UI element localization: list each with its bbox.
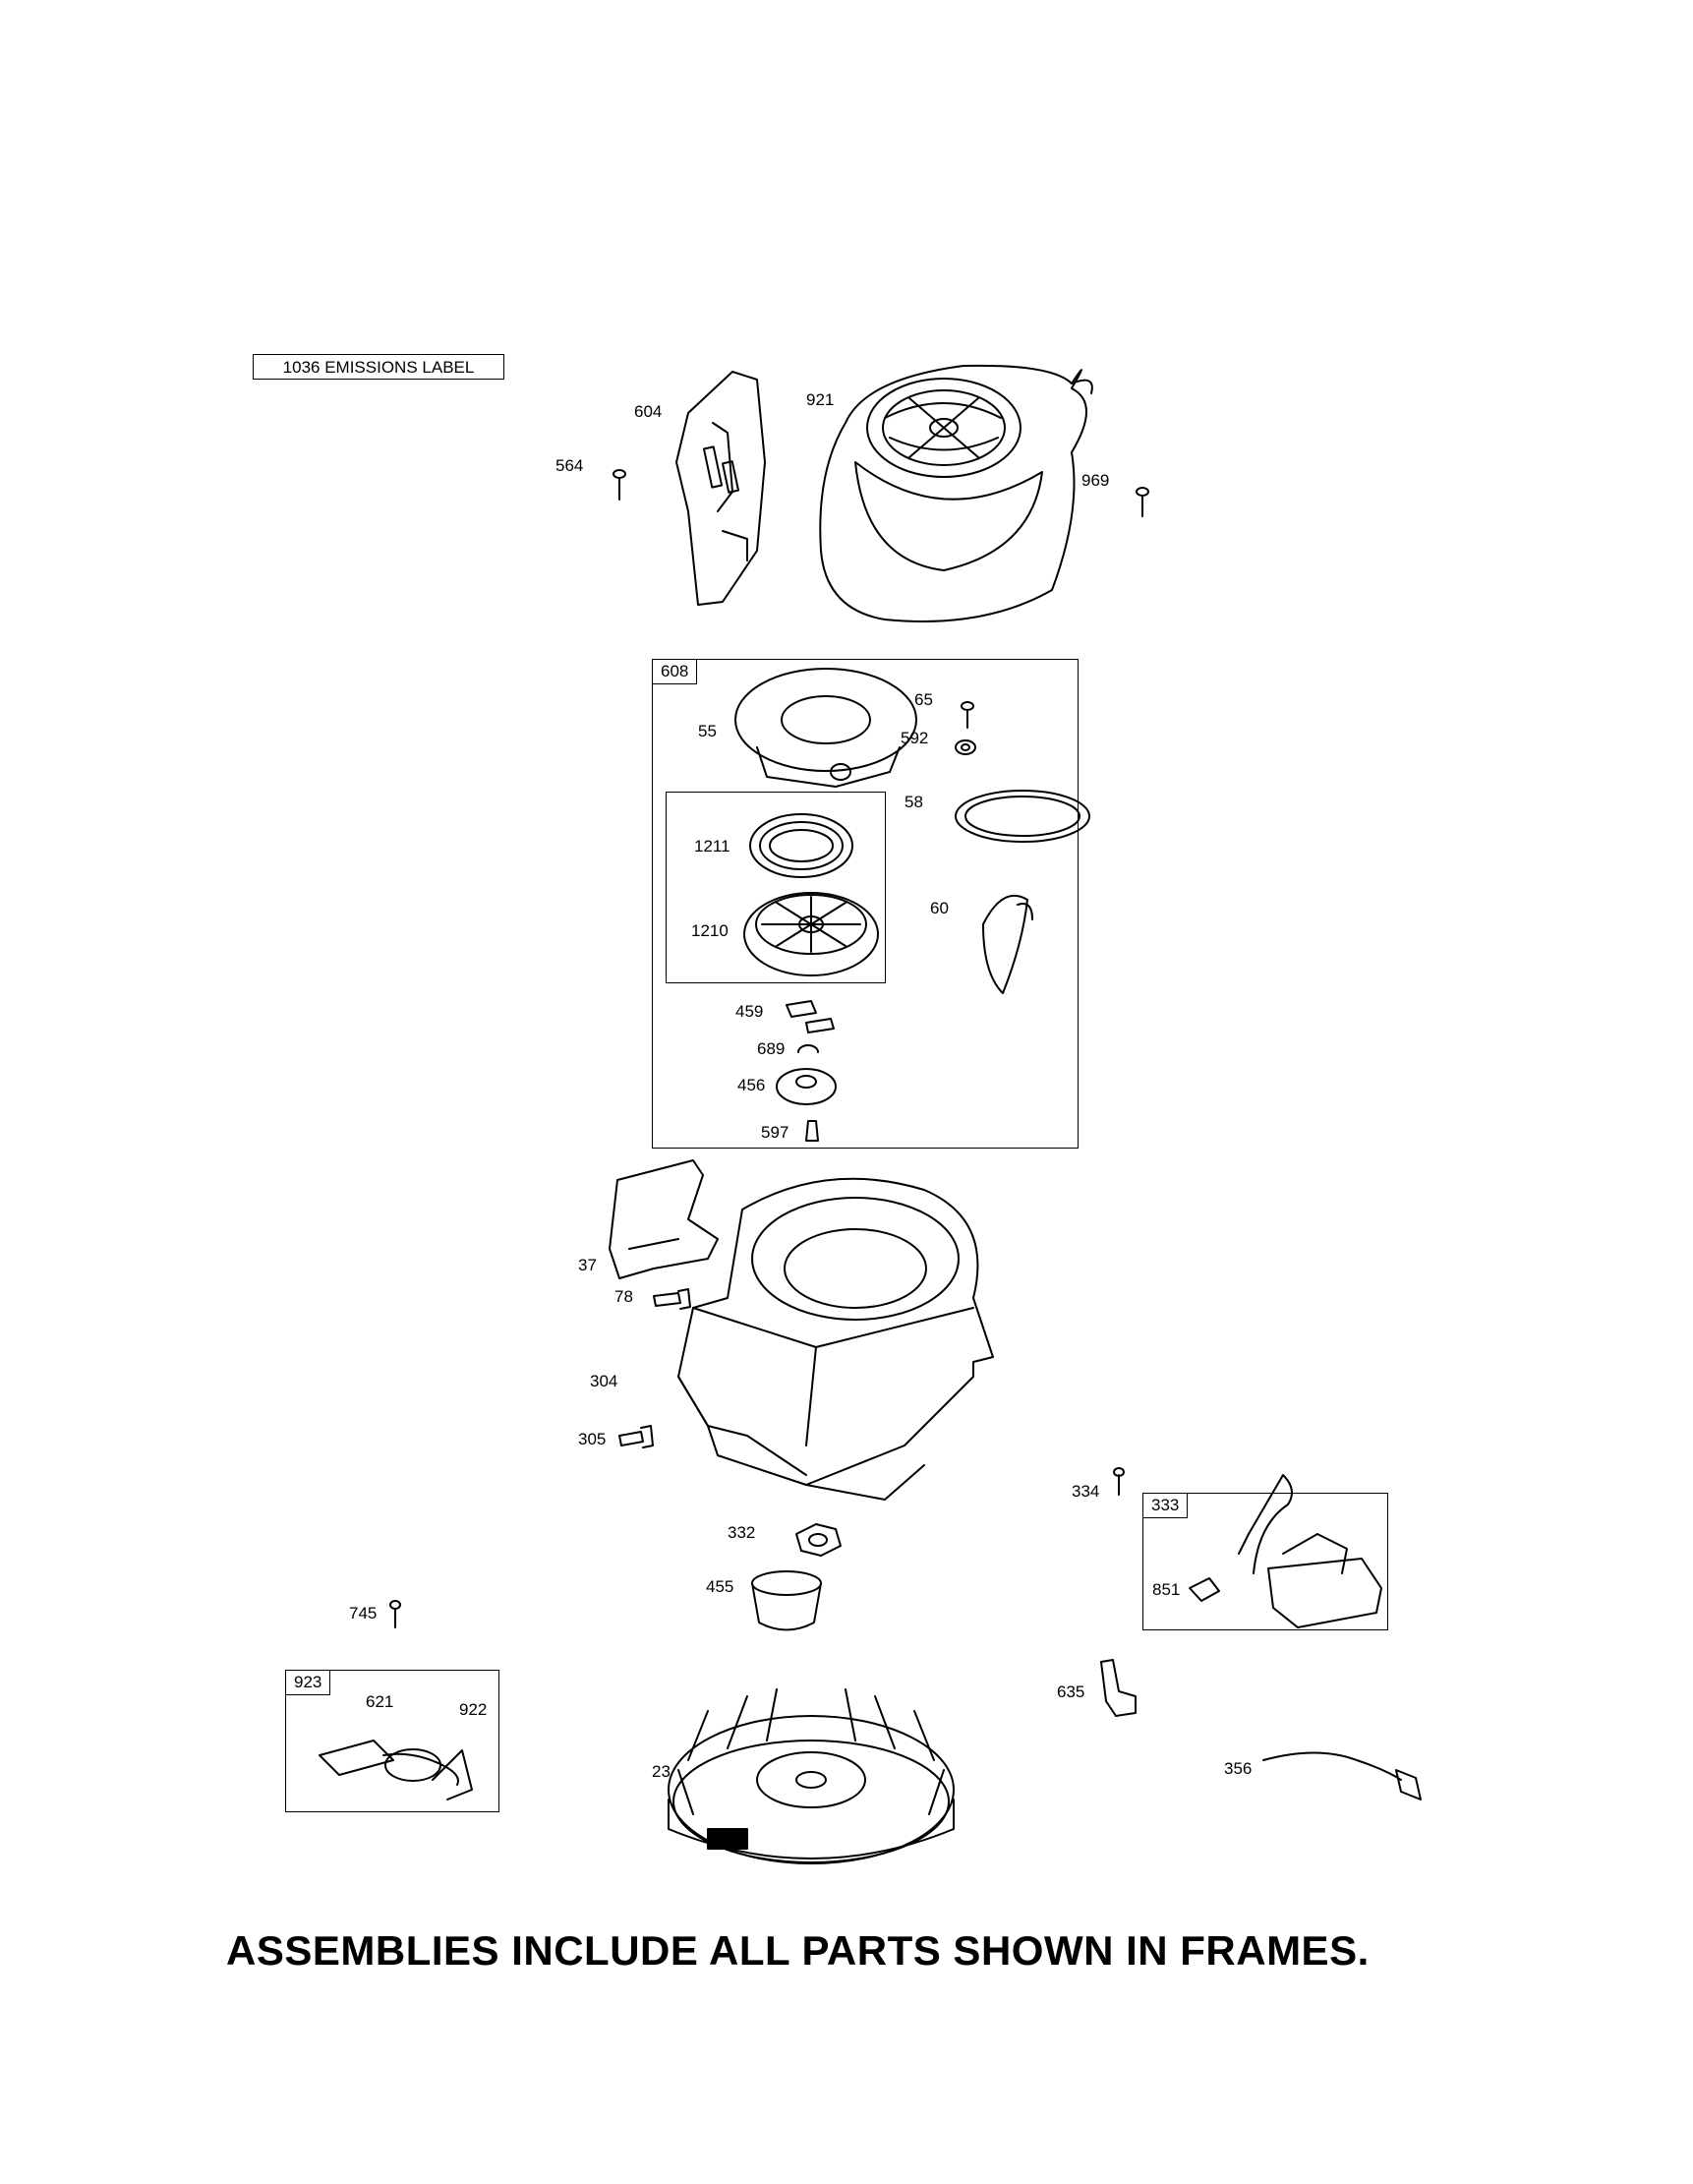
part-label-58: 58 — [905, 793, 923, 811]
brake-assembly-923 — [319, 1740, 473, 1800]
part-label-1210: 1210 — [691, 921, 729, 940]
part-label-78: 78 — [614, 1287, 633, 1306]
screw-745 — [389, 1600, 401, 1628]
emissions-label-box: 1036 EMISSIONS LABEL — [253, 354, 504, 380]
part-label-635: 635 — [1057, 1682, 1085, 1701]
screw-334 — [1113, 1467, 1125, 1496]
starter-housing-55 — [734, 668, 917, 788]
part-label-356: 356 — [1224, 1759, 1253, 1778]
frame-333-tag: 333 — [1143, 1494, 1189, 1518]
frame-333: 333 — [1142, 1493, 1388, 1630]
part-label-851: 851 — [1152, 1580, 1181, 1599]
part-label-621: 621 — [366, 1692, 394, 1711]
part-label-745: 745 — [349, 1604, 378, 1623]
retainer-456 — [776, 1068, 837, 1105]
ground-wire-356 — [1262, 1751, 1422, 1800]
part-label-1211: 1211 — [694, 837, 730, 856]
frame-608-tag: 608 — [653, 660, 698, 684]
screw-305 — [618, 1425, 654, 1448]
part-label-592: 592 — [901, 729, 929, 747]
part-label-922: 922 — [459, 1700, 488, 1719]
assemblies-footer-note: ASSEMBLIES INCLUDE ALL PARTS SHOWN IN FR… — [226, 1927, 1370, 1974]
baffle-37 — [609, 1159, 719, 1279]
blower-housing-304 — [677, 1177, 994, 1501]
blower-housing-921 — [819, 364, 1093, 622]
frame-608: 608 — [652, 659, 1079, 1149]
screw-969 — [1136, 487, 1149, 517]
screw-597 — [805, 1120, 819, 1142]
part-label-564: 564 — [555, 456, 584, 475]
frame-1211-1210 — [666, 792, 886, 983]
part-label-60: 60 — [930, 899, 949, 917]
spark-plug-boot-635 — [1100, 1659, 1137, 1717]
rope-guide-58 — [955, 790, 1090, 843]
screw-78 — [653, 1288, 691, 1310]
part-label-334: 334 — [1072, 1482, 1100, 1501]
part-label-921: 921 — [806, 390, 835, 409]
part-label-689: 689 — [757, 1039, 786, 1058]
part-label-37: 37 — [578, 1256, 597, 1274]
flywheel-23 — [668, 1688, 955, 1864]
pawl-459 — [786, 1000, 835, 1033]
part-label-455: 455 — [706, 1577, 734, 1596]
part-label-305: 305 — [578, 1430, 607, 1448]
pulley-1210 — [743, 892, 879, 976]
screw-564 — [613, 469, 626, 501]
frame-923: 923 — [285, 1670, 499, 1812]
part-label-55: 55 — [698, 722, 717, 740]
part-label-604: 604 — [634, 402, 663, 421]
part-label-304: 304 — [590, 1372, 618, 1390]
side-shroud-604 — [675, 371, 766, 606]
part-label-456: 456 — [737, 1076, 766, 1094]
terminal-851 — [1189, 1577, 1220, 1602]
cup-455 — [751, 1570, 822, 1631]
part-label-65: 65 — [914, 690, 933, 709]
part-label-23: 23 — [652, 1762, 671, 1781]
nut-332 — [795, 1523, 842, 1557]
part-label-597: 597 — [761, 1123, 789, 1142]
frame-923-tag: 923 — [286, 1671, 331, 1695]
spring-1211 — [749, 813, 853, 878]
ring-689 — [797, 1044, 819, 1053]
handle-60 — [982, 895, 1033, 994]
part-label-459: 459 — [735, 1002, 764, 1021]
ignition-coil-333 — [1238, 1474, 1382, 1628]
nut-592 — [955, 739, 976, 755]
screw-65 — [961, 701, 974, 729]
part-label-969: 969 — [1081, 471, 1110, 490]
part-label-332: 332 — [728, 1523, 756, 1542]
